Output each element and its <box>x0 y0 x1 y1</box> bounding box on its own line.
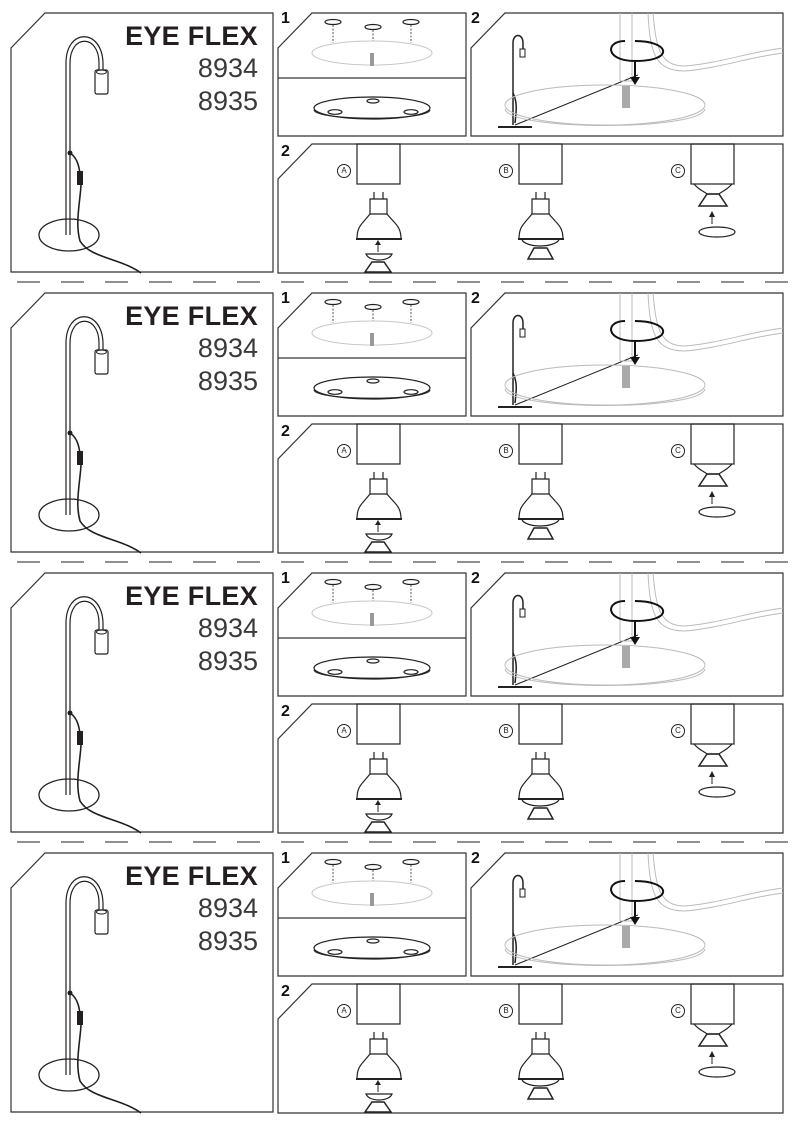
floor-lamp-illustration <box>38 876 142 1114</box>
base-screw-assembly-illustration <box>277 852 467 977</box>
product-panel-frame <box>10 852 274 1113</box>
model-number: 8934 <box>197 893 258 923</box>
step-1-panel <box>277 12 467 137</box>
variant-a-illustration <box>356 703 402 833</box>
step-number: 2 <box>281 143 290 160</box>
floor-lamp-illustration <box>38 36 142 274</box>
product-name: EYE FLEX <box>125 21 258 51</box>
floor-lamp-illustration <box>38 596 142 834</box>
product-name: EYE FLEX <box>125 301 258 331</box>
cut-line-separator <box>17 561 793 563</box>
variant-label-b: B <box>499 1004 513 1018</box>
step-2-pole-panel <box>470 572 784 697</box>
variant-a-illustration <box>356 423 402 553</box>
base-screw-assembly-illustration <box>277 292 467 417</box>
instruction-block: EYE FLEX 8934 8935 1 <box>0 570 793 835</box>
step-2-pole-panel <box>470 292 784 417</box>
product-panel: EYE FLEX 8934 8935 <box>10 572 274 834</box>
product-panel: EYE FLEX 8934 8935 <box>10 292 274 554</box>
pole-screw-into-base-illustration <box>470 572 784 697</box>
bulb-installation-illustration <box>277 703 784 834</box>
variant-c-illustration <box>690 983 736 1078</box>
instruction-block: EYE FLEX 8934 8935 1 <box>0 850 793 1115</box>
instruction-block: EYE FLEX 8934 8935 1 <box>0 290 793 555</box>
step-number: 2 <box>281 983 290 1000</box>
step-number: 2 <box>281 703 290 720</box>
model-number: 8935 <box>197 86 258 116</box>
variant-c-illustration <box>690 703 736 798</box>
step-2-bulb-panel: A B C <box>277 703 784 834</box>
variant-label-a: A <box>337 444 351 458</box>
variant-label-b: B <box>499 444 513 458</box>
step-number: 1 <box>281 570 290 587</box>
variant-b-illustration <box>518 143 564 260</box>
step-number: 1 <box>281 850 290 867</box>
variant-a-illustration <box>356 983 402 1113</box>
product-title: EYE FLEX 8934 8935 <box>125 863 258 955</box>
product-title: EYE FLEX 8934 8935 <box>125 23 258 115</box>
cut-line-separator <box>17 281 793 283</box>
variant-label-a: A <box>337 1004 351 1018</box>
variant-label-a: A <box>337 724 351 738</box>
variant-label-c: C <box>671 164 685 178</box>
product-panel-frame <box>10 572 274 833</box>
base-screw-assembly-illustration <box>277 12 467 137</box>
step-1-panel <box>277 852 467 977</box>
variant-a-illustration <box>356 143 402 273</box>
step-1-panel <box>277 292 467 417</box>
variant-label-a: A <box>337 164 351 178</box>
variant-label-c: C <box>671 724 685 738</box>
step-2-pole-panel <box>470 852 784 977</box>
step-2-pole-panel <box>470 12 784 137</box>
base-screw-assembly-illustration <box>277 572 467 697</box>
model-number: 8934 <box>197 333 258 363</box>
product-name: EYE FLEX <box>125 861 258 891</box>
variant-b-illustration <box>518 703 564 820</box>
variant-c-illustration <box>690 423 736 518</box>
pole-screw-into-base-illustration <box>470 292 784 417</box>
variant-b-illustration <box>518 423 564 540</box>
cut-line-separator <box>17 841 793 843</box>
product-title: EYE FLEX 8934 8935 <box>125 303 258 395</box>
step-number: 2 <box>281 423 290 440</box>
step-number: 2 <box>471 10 480 27</box>
step-number: 1 <box>281 290 290 307</box>
variant-label-c: C <box>671 444 685 458</box>
model-number: 8935 <box>197 646 258 676</box>
step-1-panel <box>277 572 467 697</box>
instruction-block: EYE FLEX 8934 8935 1 <box>0 10 793 275</box>
model-number: 8935 <box>197 366 258 396</box>
variant-b-illustration <box>518 983 564 1100</box>
product-name: EYE FLEX <box>125 581 258 611</box>
step-2-bulb-panel: A B C <box>277 143 784 274</box>
bulb-installation-illustration <box>277 983 784 1114</box>
product-title: EYE FLEX 8934 8935 <box>125 583 258 675</box>
product-panel-frame <box>10 292 274 553</box>
bulb-installation-illustration <box>277 143 784 274</box>
product-panel-frame <box>10 12 274 273</box>
pole-screw-into-base-illustration <box>470 852 784 977</box>
variant-label-b: B <box>499 164 513 178</box>
floor-lamp-illustration <box>38 316 142 554</box>
step-number: 2 <box>471 290 480 307</box>
step-number: 2 <box>471 850 480 867</box>
variant-c-illustration <box>690 143 736 238</box>
model-number: 8935 <box>197 926 258 956</box>
model-number: 8934 <box>197 613 258 643</box>
step-number: 1 <box>281 10 290 27</box>
variant-label-b: B <box>499 724 513 738</box>
product-panel: EYE FLEX 8934 8935 <box>10 852 274 1114</box>
variant-label-c: C <box>671 1004 685 1018</box>
bulb-installation-illustration <box>277 423 784 554</box>
pole-screw-into-base-illustration <box>470 12 784 137</box>
model-number: 8934 <box>197 53 258 83</box>
step-2-bulb-panel: A B C <box>277 423 784 554</box>
step-number: 2 <box>471 570 480 587</box>
step-2-bulb-panel: A B C <box>277 983 784 1114</box>
product-panel: EYE FLEX 8934 8935 <box>10 12 274 274</box>
